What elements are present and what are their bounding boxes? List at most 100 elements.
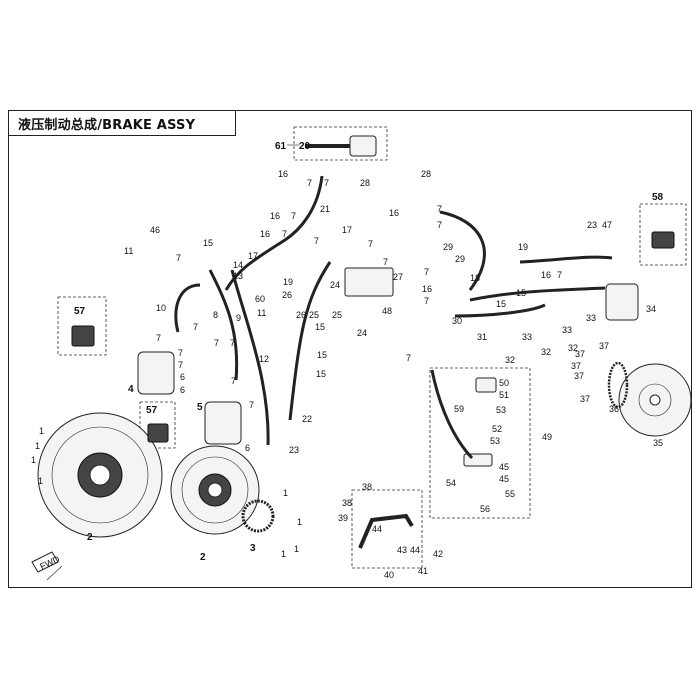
front-disc-left <box>37 412 163 538</box>
callout-45: 45 <box>499 474 509 484</box>
callout-44: 44 <box>372 524 382 534</box>
hose-21 <box>224 175 324 291</box>
callout-1: 1 <box>35 441 40 451</box>
hose-31 <box>454 303 546 318</box>
diagram-title: 液压制动总成/BRAKE ASSY <box>18 118 196 133</box>
callout-7: 7 <box>406 353 411 363</box>
callout-7: 7 <box>324 178 329 188</box>
front-disc-right <box>170 445 260 535</box>
callout-2: 2 <box>87 532 93 543</box>
callout-37: 37 <box>571 361 581 371</box>
callout-29: 29 <box>455 254 465 264</box>
callout-32: 32 <box>541 347 551 357</box>
callout-3: 3 <box>250 543 256 554</box>
callout-7: 7 <box>178 348 183 358</box>
callout-7: 7 <box>178 360 183 370</box>
hose-19d <box>519 255 613 264</box>
hose-19c <box>439 210 486 291</box>
callout-11: 11 <box>124 246 133 256</box>
callout-16: 16 <box>260 229 270 239</box>
callout-6: 6 <box>180 372 185 382</box>
callout-41: 41 <box>418 566 428 576</box>
callout-51: 51 <box>499 390 509 400</box>
callout-17: 17 <box>248 251 258 261</box>
callout-7: 7 <box>437 204 442 214</box>
callout-4: 4 <box>128 384 134 395</box>
callout-16: 16 <box>270 211 280 221</box>
callout-35: 35 <box>653 438 663 448</box>
callout-1: 1 <box>281 549 286 559</box>
callout-19: 19 <box>518 242 528 252</box>
rear-caliper <box>605 283 639 321</box>
callout-23: 23 <box>289 445 299 455</box>
callout-7: 7 <box>230 338 235 348</box>
callout-7: 7 <box>437 220 442 230</box>
front-caliper-right <box>204 401 242 445</box>
callout-11: 11 <box>257 308 266 318</box>
callout-28: 28 <box>421 169 431 179</box>
callout-15: 15 <box>315 322 325 332</box>
callout-10: 10 <box>156 303 166 313</box>
callout-60: 60 <box>255 294 265 304</box>
callout-33: 33 <box>586 313 596 323</box>
callout-24: 24 <box>357 328 367 338</box>
pads-58 <box>651 231 675 249</box>
callout-7: 7 <box>249 400 254 410</box>
callout-7: 7 <box>156 333 161 343</box>
callout-7: 7 <box>193 322 198 332</box>
callout-47: 47 <box>602 220 612 230</box>
callout-53: 53 <box>490 436 500 446</box>
callout-50: 50 <box>499 378 509 388</box>
callout-12: 12 <box>259 354 269 364</box>
callout-1: 1 <box>297 517 302 527</box>
callout-7: 7 <box>314 236 319 246</box>
callout-15: 15 <box>203 238 213 248</box>
callout-53: 53 <box>496 405 506 415</box>
callout-59: 59 <box>454 404 464 414</box>
callout-58: 58 <box>652 192 664 203</box>
group-box-57-top <box>57 296 107 356</box>
callout-52: 52 <box>492 424 502 434</box>
callout-49: 49 <box>542 432 552 442</box>
callout-25: 25 <box>309 310 319 320</box>
callout-38: 38 <box>342 498 352 508</box>
pads-57-top <box>71 325 95 347</box>
callout-9: 9 <box>236 313 241 323</box>
callout-7: 7 <box>176 253 181 263</box>
callout-37: 37 <box>580 394 590 404</box>
rear-reservoir <box>475 377 497 393</box>
callout-13: 13 <box>233 271 243 281</box>
callout-22: 22 <box>302 414 312 424</box>
callout-7: 7 <box>424 267 429 277</box>
hose-10 <box>174 283 201 333</box>
callout-20: 20 <box>299 141 311 152</box>
callout-38: 38 <box>362 482 372 492</box>
callout-6: 6 <box>245 443 250 453</box>
group-box-58 <box>639 203 687 266</box>
callout-54: 54 <box>446 478 456 488</box>
callout-24: 24 <box>330 280 340 290</box>
callout-32: 32 <box>505 355 515 365</box>
callout-32: 32 <box>568 343 578 353</box>
callout-56: 56 <box>480 504 490 514</box>
hose-19a <box>230 269 270 446</box>
callout-1: 1 <box>38 476 43 486</box>
callout-55: 55 <box>505 489 515 499</box>
callout-29: 29 <box>443 242 453 252</box>
callout-15: 15 <box>516 288 526 298</box>
pads-57-mid <box>147 423 169 443</box>
callout-40: 40 <box>384 570 394 580</box>
callout-43: 43 <box>397 545 407 555</box>
callout-15: 15 <box>316 369 326 379</box>
callout-37: 37 <box>599 341 609 351</box>
hose-12 <box>208 269 239 381</box>
callout-6: 6 <box>180 385 185 395</box>
callout-7: 7 <box>291 211 296 221</box>
brake-pedal <box>358 513 414 549</box>
callout-7: 7 <box>282 229 287 239</box>
callout-26: 26 <box>282 290 292 300</box>
callout-61: 61 <box>275 141 287 152</box>
callout-18: 18 <box>470 273 480 283</box>
callout-16: 16 <box>541 270 551 280</box>
